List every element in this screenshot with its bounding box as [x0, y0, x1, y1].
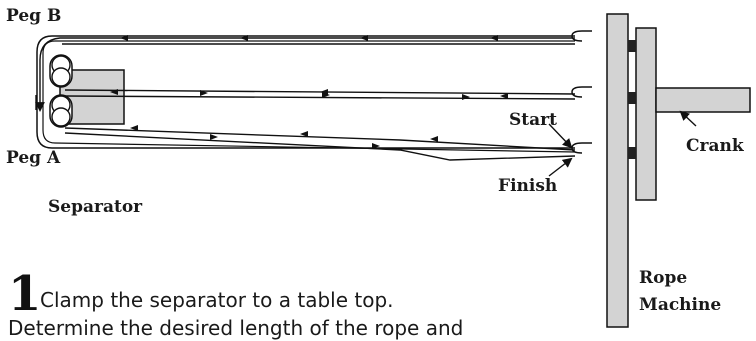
pointer-arrows: [35, 95, 697, 177]
label-peg-b: Peg B: [6, 6, 62, 26]
label-start: Start: [509, 110, 557, 130]
hooks: [571, 30, 592, 154]
crank-handle: [655, 87, 751, 113]
label-peg-a: Peg A: [6, 148, 61, 168]
label-crank: Crank: [686, 136, 744, 156]
separator-frame: [36, 35, 575, 149]
step-text-line1: Clamp the separator to a table top.: [40, 288, 394, 312]
label-rope-machine-line2: Machine: [639, 295, 722, 315]
strand-arrows: [110, 35, 508, 149]
rope-machine-back-plate: [635, 27, 657, 201]
label-finish: Finish: [498, 176, 558, 196]
step-number: 1: [8, 266, 42, 322]
label-separator: Separator: [48, 197, 143, 217]
step-text-line2: Determine the desired length of the rope…: [8, 316, 464, 340]
peg-b: [49, 54, 73, 88]
label-rope-machine-line1: Rope: [639, 268, 688, 288]
separator-frame-inner: [42, 40, 576, 153]
peg-a: [49, 94, 73, 128]
rope-machine-plate: [606, 13, 629, 328]
gears: [628, 40, 636, 159]
